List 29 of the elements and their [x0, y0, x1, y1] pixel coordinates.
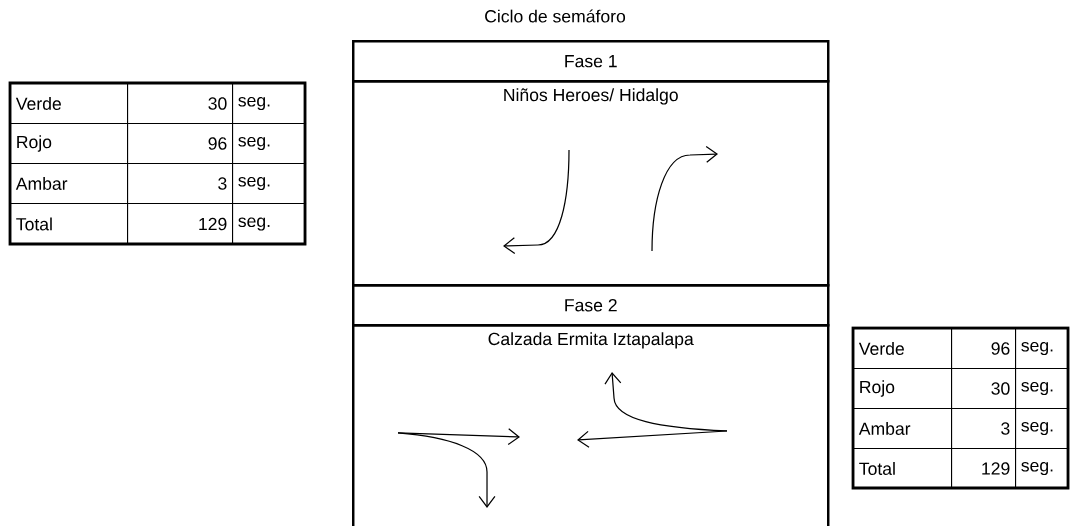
table-cell: 30 — [951, 368, 1017, 410]
table-cell: 30 — [127, 83, 234, 125]
phase-panel: Niños Heroes/ Hidalgo — [352, 80, 830, 287]
title: Ciclo de semáforo — [485, 9, 626, 23]
table-cell: seg. — [1015, 328, 1070, 370]
table-cell: seg. — [1015, 448, 1070, 490]
table-cell: seg. — [232, 163, 307, 205]
table-cell: seg. — [232, 123, 307, 165]
table-cell: Rojo — [10, 123, 129, 165]
table-cell: Rojo — [853, 368, 953, 410]
table-cell: Total — [10, 203, 129, 246]
table-cell: seg. — [1015, 408, 1070, 450]
table-cell: seg. — [1015, 368, 1070, 410]
table-cell: 3 — [127, 163, 234, 205]
table-cell: seg. — [232, 203, 307, 246]
table-cell: seg. — [232, 83, 307, 125]
table-cell: 96 — [951, 328, 1017, 370]
table-cell: Verde — [853, 328, 953, 370]
table-cell: Ambar — [10, 163, 129, 205]
phase-panel: Calzada Ermita Iztapalapa — [352, 324, 830, 526]
table-cell: Ambar — [853, 408, 953, 450]
table-cell: 96 — [127, 123, 234, 165]
table-cell: 129 — [951, 448, 1017, 490]
table-cell: 129 — [127, 203, 234, 246]
phase-header: Fase 1 — [352, 40, 830, 83]
phase-header: Fase 2 — [352, 284, 830, 327]
table-cell: Verde — [10, 83, 129, 125]
table-cell: Total — [853, 448, 953, 490]
table-cell: 3 — [951, 408, 1017, 450]
